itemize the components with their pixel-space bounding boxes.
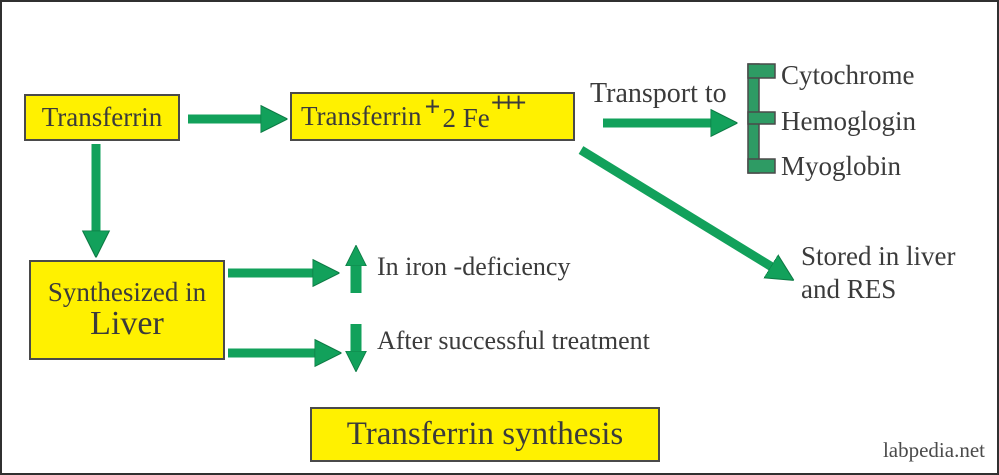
stored-in-liver-label: Stored in liver and RES [801,240,991,306]
target-myoglobin-label: Myoglobin [781,151,902,181]
transferrin-fe-base: Transferrin [301,101,422,131]
transferrin-box-label: Transferrin [41,102,163,132]
diagram-title-box: Transferrin synthesis [310,407,660,462]
arrow-stored-diagonal [578,146,772,267]
after-treatment-label: After successful treatment [377,326,650,355]
watermark-labpedia: labpedia.net [882,438,985,462]
synthesized-line2: Liver [90,305,164,343]
transferrin-fe-box: Transferrin+2 Fe+++ [290,88,575,141]
transferrin-box: Transferrin [24,94,180,141]
transferrin-fe-mid: 2 Fe [442,103,490,133]
iron-deficiency-label: In iron -deficiency [377,252,571,281]
target-cytochrome-label: Cytochrome [781,60,915,90]
transferrin-fe-charge2: +++ [490,87,527,119]
target-hemoglogin-label: Hemoglogin [781,106,916,136]
synthesized-line1: Synthesized in [47,276,207,307]
stored-line2: and RES [801,273,897,304]
transport-to-label: Transport to [590,78,727,109]
transferrin-fe-charge1: + [424,91,441,123]
synthesized-in-liver-box: Synthesized in Liver [29,260,225,360]
stored-line1: Stored in liver [801,241,956,271]
target-bracket [747,63,776,174]
diagram-title: Transferrin synthesis [346,416,624,452]
